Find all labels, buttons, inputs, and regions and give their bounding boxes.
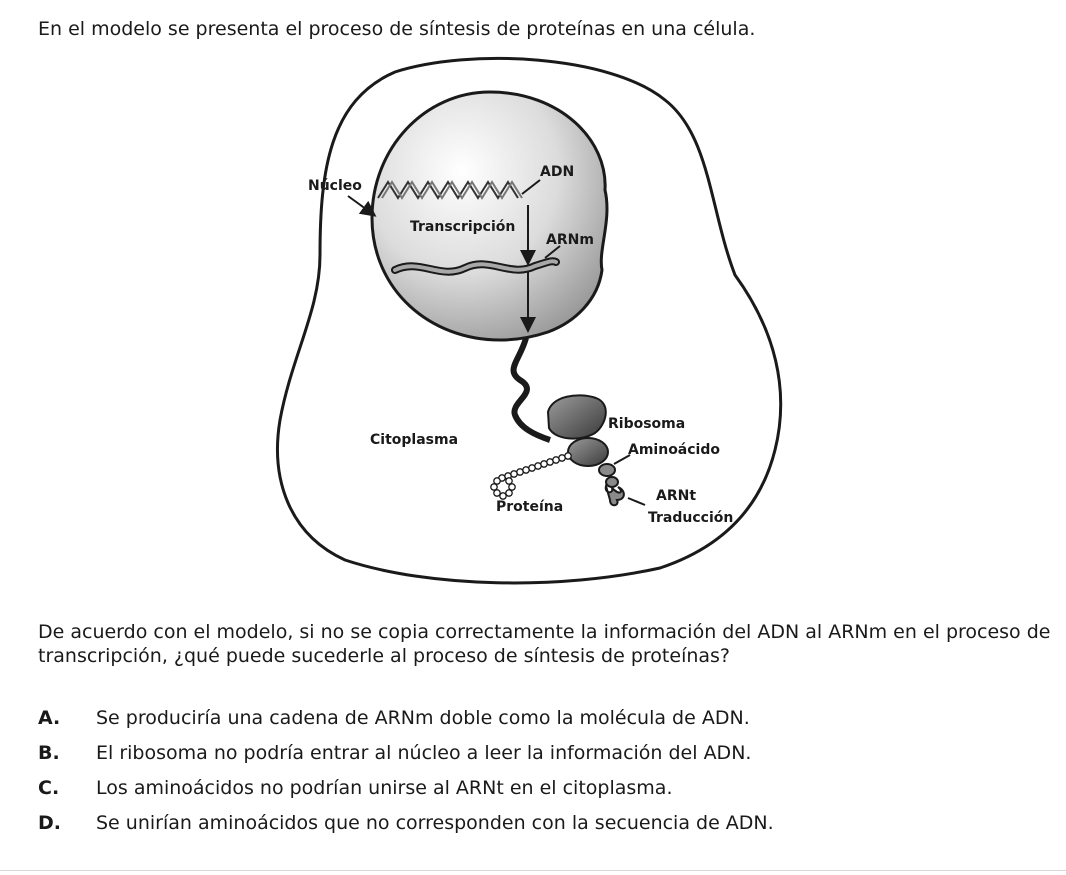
option-letter: B. (38, 742, 60, 764)
aminoacid (598, 463, 616, 477)
label-arnt: ARNt (656, 488, 696, 504)
option-text: El ribosoma no podría entrar al núcleo a… (96, 742, 752, 764)
label-ribosoma: Ribosoma (608, 416, 685, 432)
label-aminoacido: Aminoácido (628, 442, 720, 458)
trna (604, 476, 625, 507)
protein-chain (490, 452, 572, 500)
label-nucleo: Núcleo (308, 178, 362, 194)
label-citoplasma: Citoplasma (370, 432, 458, 448)
label-transcripcion: Transcripción (410, 219, 515, 235)
label-adn: ADN (540, 164, 574, 180)
option-letter: C. (38, 777, 60, 799)
adn-pointer (521, 179, 541, 195)
answer-options: A. Se produciría una cadena de ARNm dobl… (38, 706, 1038, 846)
option-text: Se produciría una cadena de ARNm doble c… (96, 707, 750, 729)
option-text: Se unirían aminoácidos que no correspond… (96, 812, 774, 834)
arnm-pointer (544, 245, 561, 259)
option-a[interactable]: A. Se produciría una cadena de ARNm dobl… (38, 706, 1038, 741)
ribosome-large-subunit (546, 394, 607, 440)
nucleus (370, 90, 609, 342)
question-text: De acuerdo con el modelo, si no se copia… (38, 621, 1051, 667)
intro-text: En el modelo se presenta el proceso de s… (38, 18, 756, 40)
arnt-pointer (627, 497, 646, 506)
label-proteina: Proteína (496, 499, 563, 515)
option-c[interactable]: C. Los aminoácidos no podrían unirse al … (38, 776, 1038, 811)
dna-helix (377, 180, 523, 200)
option-d[interactable]: D. Se unirían aminoácidos que no corresp… (38, 811, 1038, 846)
aminoacido-pointer (613, 454, 631, 465)
option-letter: A. (38, 707, 61, 729)
option-b[interactable]: B. El ribosoma no podría entrar al núcle… (38, 741, 1038, 776)
bottom-divider (0, 870, 1066, 871)
mrna-cytoplasm (510, 337, 551, 443)
label-traduccion: Traducción (648, 510, 733, 526)
protein-synthesis-diagram: Núcleo ADN Transcripción ARNm Ribosoma C… (276, 56, 783, 585)
nucleo-pointer (347, 195, 377, 217)
option-text: Los aminoácidos no podrían unirse al ARN… (96, 777, 673, 799)
label-arnm: ARNm (546, 232, 594, 248)
ribosome-small-subunit (567, 437, 609, 467)
option-letter: D. (38, 812, 61, 834)
